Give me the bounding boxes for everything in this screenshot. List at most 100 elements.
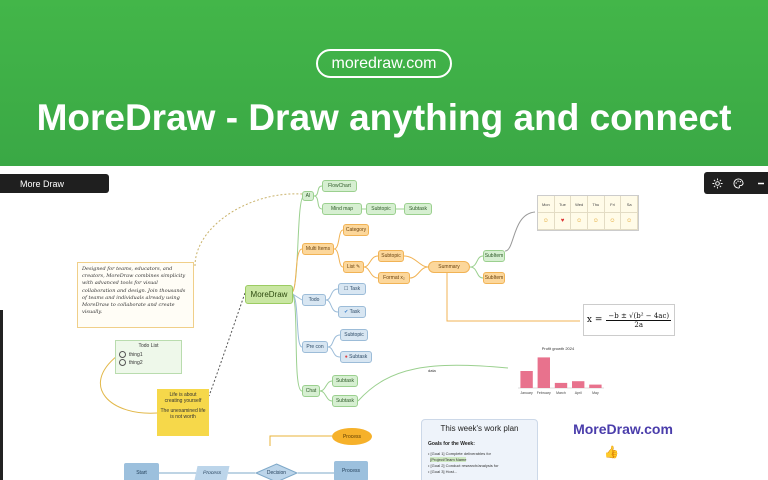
palette-icon[interactable] [731, 175, 746, 191]
chart-bar[interactable] [537, 357, 550, 388]
node-subitem-2[interactable]: SubItem [483, 272, 505, 284]
table-cell: ☺ [621, 213, 638, 230]
node-task-1-label: Task [349, 286, 361, 292]
pencil-icon: ✎ [355, 264, 361, 270]
table-header: Sa [621, 196, 638, 213]
plan-line-2: [Goal 2] Conduct research/analysis for [430, 463, 499, 468]
node-subtask-b[interactable]: ● Subtask [340, 351, 372, 363]
chart-tick-label: April [575, 391, 582, 395]
plan-line: • [Goal 1] Complete deliverables for [Pr… [428, 451, 491, 462]
whiteboard-canvas[interactable]: More Draw [0, 166, 768, 480]
node-subtask-b-label: Subtask [349, 354, 368, 360]
plan-line-3: [Goal 3] Host... [430, 469, 458, 474]
week-table[interactable]: Mon Tue Wed Thu Fri Sa ☺ ♥ ☺ ☺ ☺ ☺ [537, 195, 639, 231]
node-subtask-c[interactable]: Subtask [332, 375, 358, 387]
node-multi-items[interactable]: Multi Items [302, 243, 334, 255]
flow-decision[interactable]: Decision [255, 463, 298, 480]
plan-line-1-highlight: [Project/Team Name [430, 457, 467, 462]
table-cell: ☺ [538, 213, 555, 230]
node-subitem-1[interactable]: SubItem [483, 250, 505, 262]
chart-tick-label: March [556, 391, 566, 395]
node-subtask-a[interactable]: Subtask [404, 203, 432, 215]
sticky-line-1: Life is about creating yourself [164, 392, 202, 404]
node-mindmap[interactable]: Mind map [322, 203, 362, 215]
table-header: Tue [554, 196, 572, 213]
node-subtopic-a[interactable]: Subtopic [366, 203, 396, 215]
formula-numerator: −b ± √(b² − 4ac) [606, 311, 672, 321]
node-task-1[interactable]: ☐ Task [338, 283, 366, 295]
radio-icon[interactable] [119, 351, 126, 358]
plan-title: This week's work plan [440, 424, 519, 433]
chart-tick-label: May [592, 391, 599, 395]
plan-line-1: [Goal 1] Complete deliverables for [430, 451, 491, 456]
node-summary[interactable]: Summary [428, 261, 470, 273]
gear-icon[interactable] [710, 175, 725, 191]
check-icon: ✔ [344, 309, 349, 315]
mindmap-root[interactable]: MoreDraw [245, 285, 293, 304]
node-list-label: List [346, 264, 355, 270]
chart-bar[interactable] [589, 384, 602, 388]
table-header: Mon [538, 196, 555, 213]
site-url-badge[interactable]: moredraw.com [316, 49, 452, 78]
chart-bar[interactable] [572, 381, 585, 388]
formula-lhs: x = [586, 315, 603, 325]
sticky-note[interactable]: Life is about creating yourself The unex… [157, 389, 209, 436]
description-note[interactable]: Designed for teams, educators, and creat… [77, 262, 194, 328]
node-chat[interactable]: Chat [302, 385, 320, 397]
table-cell: ☺ [571, 213, 588, 230]
chart-tick-label: January [520, 391, 533, 395]
headline: MoreDraw - Draw anything and connect [36, 97, 732, 138]
node-subtopic-c[interactable]: Subtopic [340, 329, 368, 341]
node-pre-con[interactable]: Pre con [302, 341, 328, 353]
node-format-label: Format [383, 275, 399, 281]
chart-bar[interactable] [520, 371, 533, 388]
table-cell: ☺ [604, 213, 622, 230]
node-subtask-d[interactable]: Subtask [332, 395, 358, 407]
node-list[interactable]: List ✎ [343, 261, 364, 273]
node-task-2-label: Task [349, 309, 360, 315]
todo-item[interactable]: thing2 [119, 359, 178, 366]
profit-chart[interactable]: Profit growth 2024 January February March A… [508, 346, 608, 398]
work-plan-card[interactable]: This week's work plan Goals for the Week… [421, 419, 538, 480]
table-cell: ☺ [587, 213, 605, 230]
hero-banner: moredraw.com MoreDraw - Draw anything an… [0, 0, 768, 166]
chart-title: Profit growth 2024 [541, 346, 575, 351]
todo-item-label: thing1 [129, 351, 143, 358]
app-title: More Draw [20, 178, 65, 189]
todo-item-label: thing2 [129, 359, 143, 366]
alarm-icon: ● [344, 354, 348, 360]
node-format[interactable]: Format x₂ [378, 272, 410, 284]
formula-denominator: 2a [634, 320, 644, 329]
plan-line: • [Goal 2] Conduct research/analysis for [428, 463, 499, 468]
node-flowchart[interactable]: FlowChart [322, 180, 357, 192]
connector-lines [99, 185, 580, 474]
todo-list-card[interactable]: Todo List thing1 thing2 [115, 340, 182, 374]
flow-process-2[interactable]: Process [334, 461, 368, 480]
quadratic-formula[interactable]: x = −b ± √(b² − 4ac) 2a [583, 304, 675, 336]
flow-process-top[interactable]: Process [332, 428, 372, 445]
todo-item[interactable]: thing1 [119, 351, 178, 358]
chart-bar[interactable] [554, 382, 568, 388]
checkbox-icon: ☐ [343, 286, 349, 292]
radio-icon[interactable] [119, 359, 126, 366]
subscript-icon: x₂ [400, 275, 405, 281]
brand-logo-text: MoreDraw.com [573, 421, 673, 437]
table-header: Thu [587, 196, 605, 213]
flow-process-1[interactable]: Process [194, 466, 230, 480]
flow-start[interactable]: Start [124, 463, 159, 480]
chart-plot: January February March April May [518, 357, 604, 395]
plan-goals-heading: Goals for the Week: [428, 441, 475, 447]
decision-diamond [255, 463, 298, 480]
node-task-2[interactable]: ✔ Task [338, 306, 366, 318]
more-icon[interactable] [753, 175, 768, 191]
todo-list-title: Todo List [138, 343, 159, 349]
app-title-bar: More Draw [0, 174, 109, 193]
chart-link-label: data [428, 368, 436, 373]
node-subtopic-b[interactable]: Subtopic [378, 250, 404, 262]
thumbs-up-icon: 👍 [604, 445, 619, 459]
node-todo[interactable]: Todo [302, 294, 326, 306]
chart-tick-label: February [537, 391, 551, 395]
toolbar [704, 172, 768, 194]
node-category[interactable]: Category [343, 224, 369, 236]
node-ai[interactable]: AI [302, 191, 314, 201]
